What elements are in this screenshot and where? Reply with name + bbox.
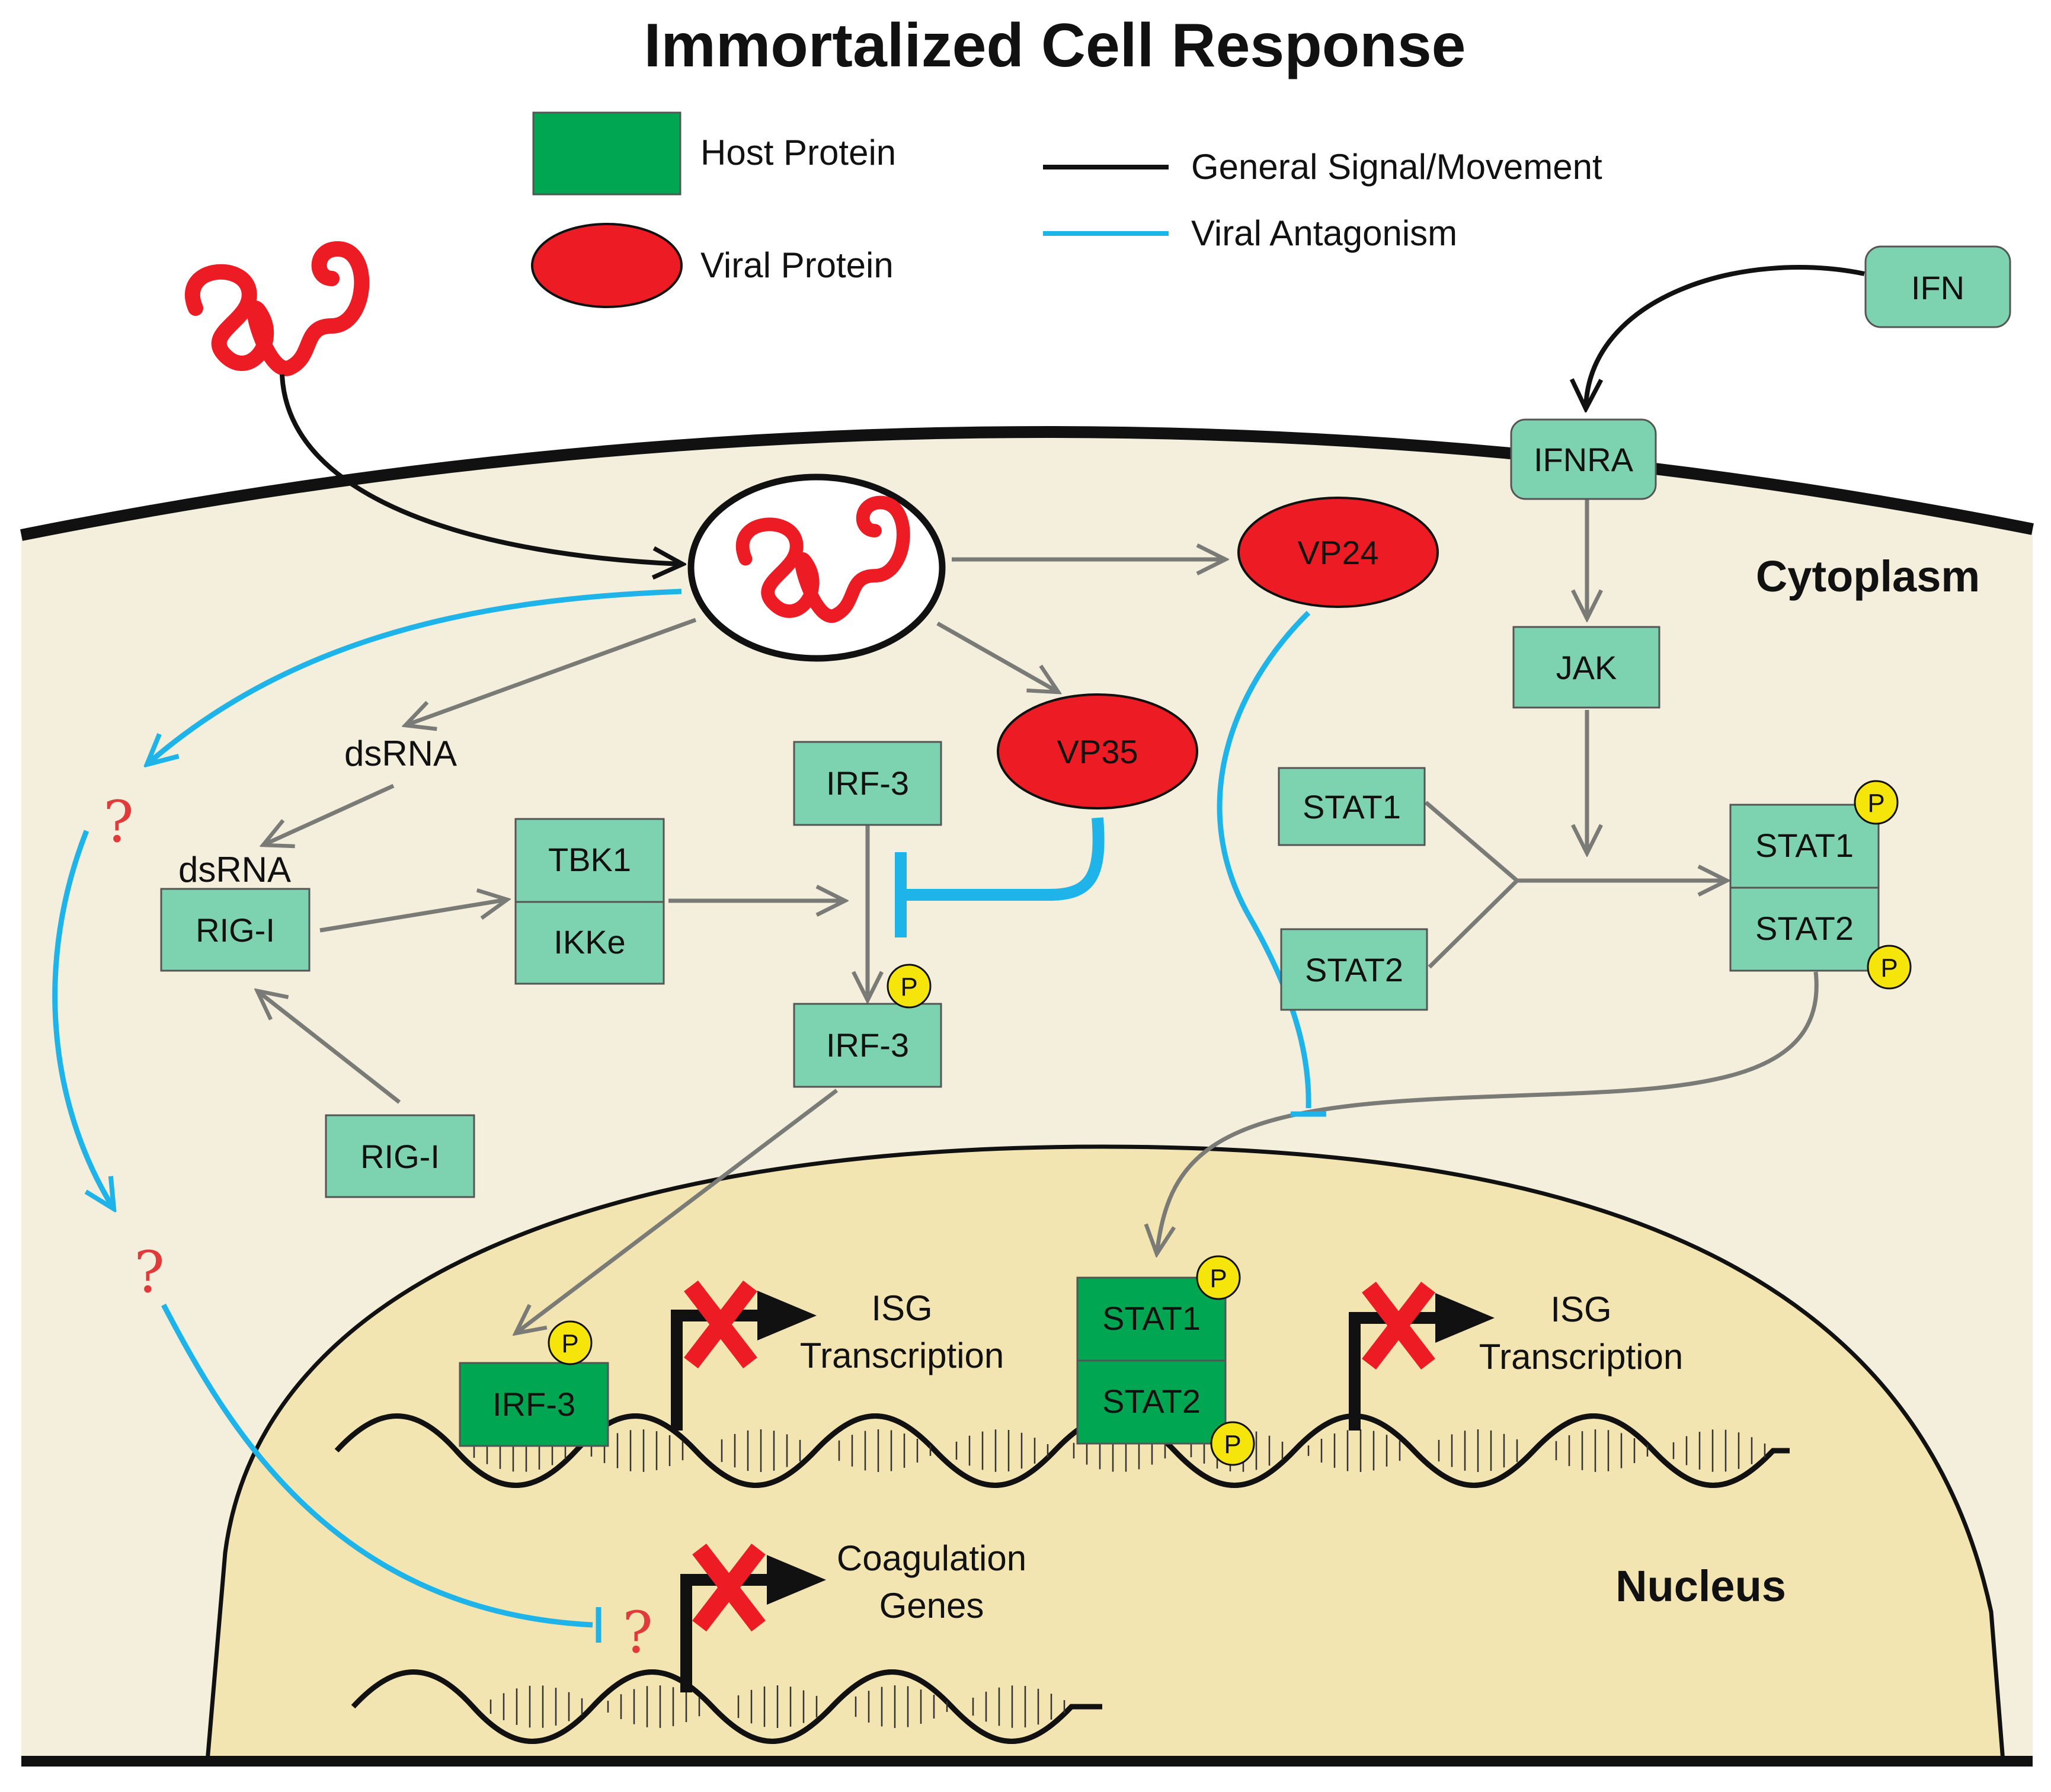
isg-2-blocked-icon: [1362, 1281, 1435, 1370]
unknown-factor-1: ?: [103, 789, 133, 855]
stat-dimer-nuclear-import-arrow: [1157, 971, 1819, 1254]
svg-text:P: P: [1880, 953, 1898, 983]
ifn-binding-arrow: [1586, 265, 1865, 409]
svg-text:STAT1: STAT1: [1303, 788, 1401, 825]
svg-text:VP24: VP24: [1298, 534, 1379, 571]
coagulation-blocked-icon: [692, 1543, 766, 1632]
vp35-node: VP35: [997, 693, 1198, 809]
rig-i-bound-node: RIG-I: [160, 888, 311, 972]
svg-text:IRF-3: IRF-3: [826, 1026, 909, 1064]
dna-strand-lower: [351, 1669, 1102, 1744]
phosphate-badge-irf3-nuc: P: [548, 1320, 593, 1365]
dsrna-to-rigi-arrow: [263, 783, 395, 845]
endosome-to-dsrna-arrow: [405, 617, 697, 725]
endosome-to-unknown-1-arrow: [147, 588, 682, 764]
svg-text:STAT2: STAT2: [1305, 951, 1403, 988]
cytoplasm-label: Cytoplasm: [1756, 552, 1980, 601]
svg-text:RIG-I: RIG-I: [360, 1138, 440, 1175]
stat1-complex-label: STAT1: [1755, 827, 1854, 864]
ifn-node: IFN: [1864, 245, 2011, 328]
nucleus: [205, 1144, 2005, 1764]
unknown-factor-2: ?: [134, 1239, 164, 1305]
legend-viral-antagonism-label: Viral Antagonism: [1191, 213, 1457, 253]
rigi-free-to-rigi-bound-arrow: [257, 991, 401, 1104]
rigi-to-tbk1-arrow: [319, 900, 507, 933]
isg-1-blocked-icon: [684, 1280, 757, 1369]
nucleus-label: Nucleus: [1615, 1561, 1786, 1611]
svg-text:P: P: [561, 1329, 578, 1358]
legend: Host Protein Viral Protein General Signa…: [531, 111, 1602, 308]
virus-entry-arrow: [280, 374, 683, 564]
tbk1-ikke-complex: TBK1 IKKe: [514, 818, 665, 985]
irf3-phosphorylated-node: IRF-3: [793, 1003, 942, 1088]
stat1-nuclear-label: STAT1: [1102, 1300, 1201, 1337]
phosphate-badge-stat1-cyto: P: [1854, 780, 1899, 825]
tbk1-label: TBK1: [548, 841, 631, 878]
ikke-label: IKKe: [553, 923, 625, 961]
svg-text:IFNRA: IFNRA: [1534, 441, 1634, 478]
stat2-nuclear-label: STAT2: [1102, 1383, 1201, 1420]
endosome: [687, 473, 946, 662]
jak-node: JAK: [1512, 626, 1660, 709]
stat2-node: STAT2: [1280, 928, 1428, 1011]
coagulation-label-line1: Coagulation: [837, 1538, 1026, 1578]
isg-2-label-line2: Transcription: [1479, 1337, 1684, 1377]
ebola-virus-icon: [184, 241, 370, 376]
svg-text:RIG-I: RIG-I: [196, 911, 275, 949]
viral-genome-icon: [735, 495, 910, 623]
coagulation-label-line2: Genes: [879, 1586, 984, 1625]
svg-text:IFN: IFN: [1911, 269, 1964, 306]
stat1-node: STAT1: [1278, 767, 1426, 846]
svg-text:P: P: [1224, 1430, 1241, 1459]
irf3-node: IRF-3: [793, 741, 942, 826]
isg-1-label-line2: Transcription: [800, 1336, 1004, 1375]
legend-host-protein-swatch: [532, 111, 681, 196]
isg-1-label-line1: ISG: [871, 1288, 932, 1328]
unknown-1-to-unknown-2-arrow: [52, 830, 114, 1209]
unknown-2-inhibits-coagulation-line: [161, 1303, 593, 1628]
endosome-to-vp35-arrow: [936, 621, 1058, 692]
dsrna-free-label: dsRNA: [344, 734, 457, 773]
ifnra-node: IFNRA: [1510, 418, 1657, 500]
stat1-stat2-complex: STAT1 STAT2: [1729, 804, 1880, 972]
stat1-stat2-nuclear-complex: STAT1 STAT2: [1076, 1276, 1227, 1445]
legend-general-signal-label: General Signal/Movement: [1191, 147, 1602, 187]
diagram-title: Immortalized Cell Response: [644, 11, 1466, 80]
phosphate-badge-stat2-nuc: P: [1210, 1421, 1255, 1466]
svg-text:IRF-3: IRF-3: [492, 1385, 575, 1423]
svg-text:VP35: VP35: [1057, 733, 1138, 770]
phosphate-badge-stat1-nuc: P: [1196, 1255, 1241, 1300]
legend-viral-protein-label: Viral Protein: [700, 245, 894, 285]
isg-2-label-line1: ISG: [1550, 1289, 1611, 1329]
unknown-factor-3: ?: [622, 1599, 652, 1666]
cell-membrane: [20, 425, 2034, 541]
svg-text:P: P: [1210, 1264, 1227, 1293]
dna-rungs-upper: [473, 1429, 1766, 1472]
phosphate-badge-stat2-cyto: P: [1867, 945, 1912, 990]
vp35-inhibits-irf3-line: [901, 817, 1105, 901]
stat2-merge-line: [1428, 879, 1519, 969]
stat1-merge-line: [1424, 801, 1519, 882]
vp24-node: VP24: [1237, 497, 1439, 608]
legend-viral-protein-swatch: [531, 223, 683, 308]
stat2-complex-label: STAT2: [1755, 910, 1854, 947]
rig-i-free-node: RIG-I: [325, 1114, 475, 1198]
vp24-inhibits-stat-import-line: [1217, 610, 1311, 1109]
svg-text:JAK: JAK: [1556, 649, 1617, 686]
irf3-nuclear-node: IRF-3: [459, 1362, 609, 1447]
svg-text:P: P: [900, 972, 917, 1001]
phosphate-badge-irf3-cyto: P: [887, 964, 932, 1009]
dsrna-bound-label: dsRNA: [178, 850, 291, 889]
irf3-nuclear-import-arrow: [516, 1089, 839, 1333]
dna-rungs-lower: [489, 1685, 1066, 1728]
svg-text:P: P: [1867, 789, 1884, 818]
legend-host-protein-label: Host Protein: [700, 133, 896, 172]
svg-text:IRF-3: IRF-3: [826, 764, 909, 802]
